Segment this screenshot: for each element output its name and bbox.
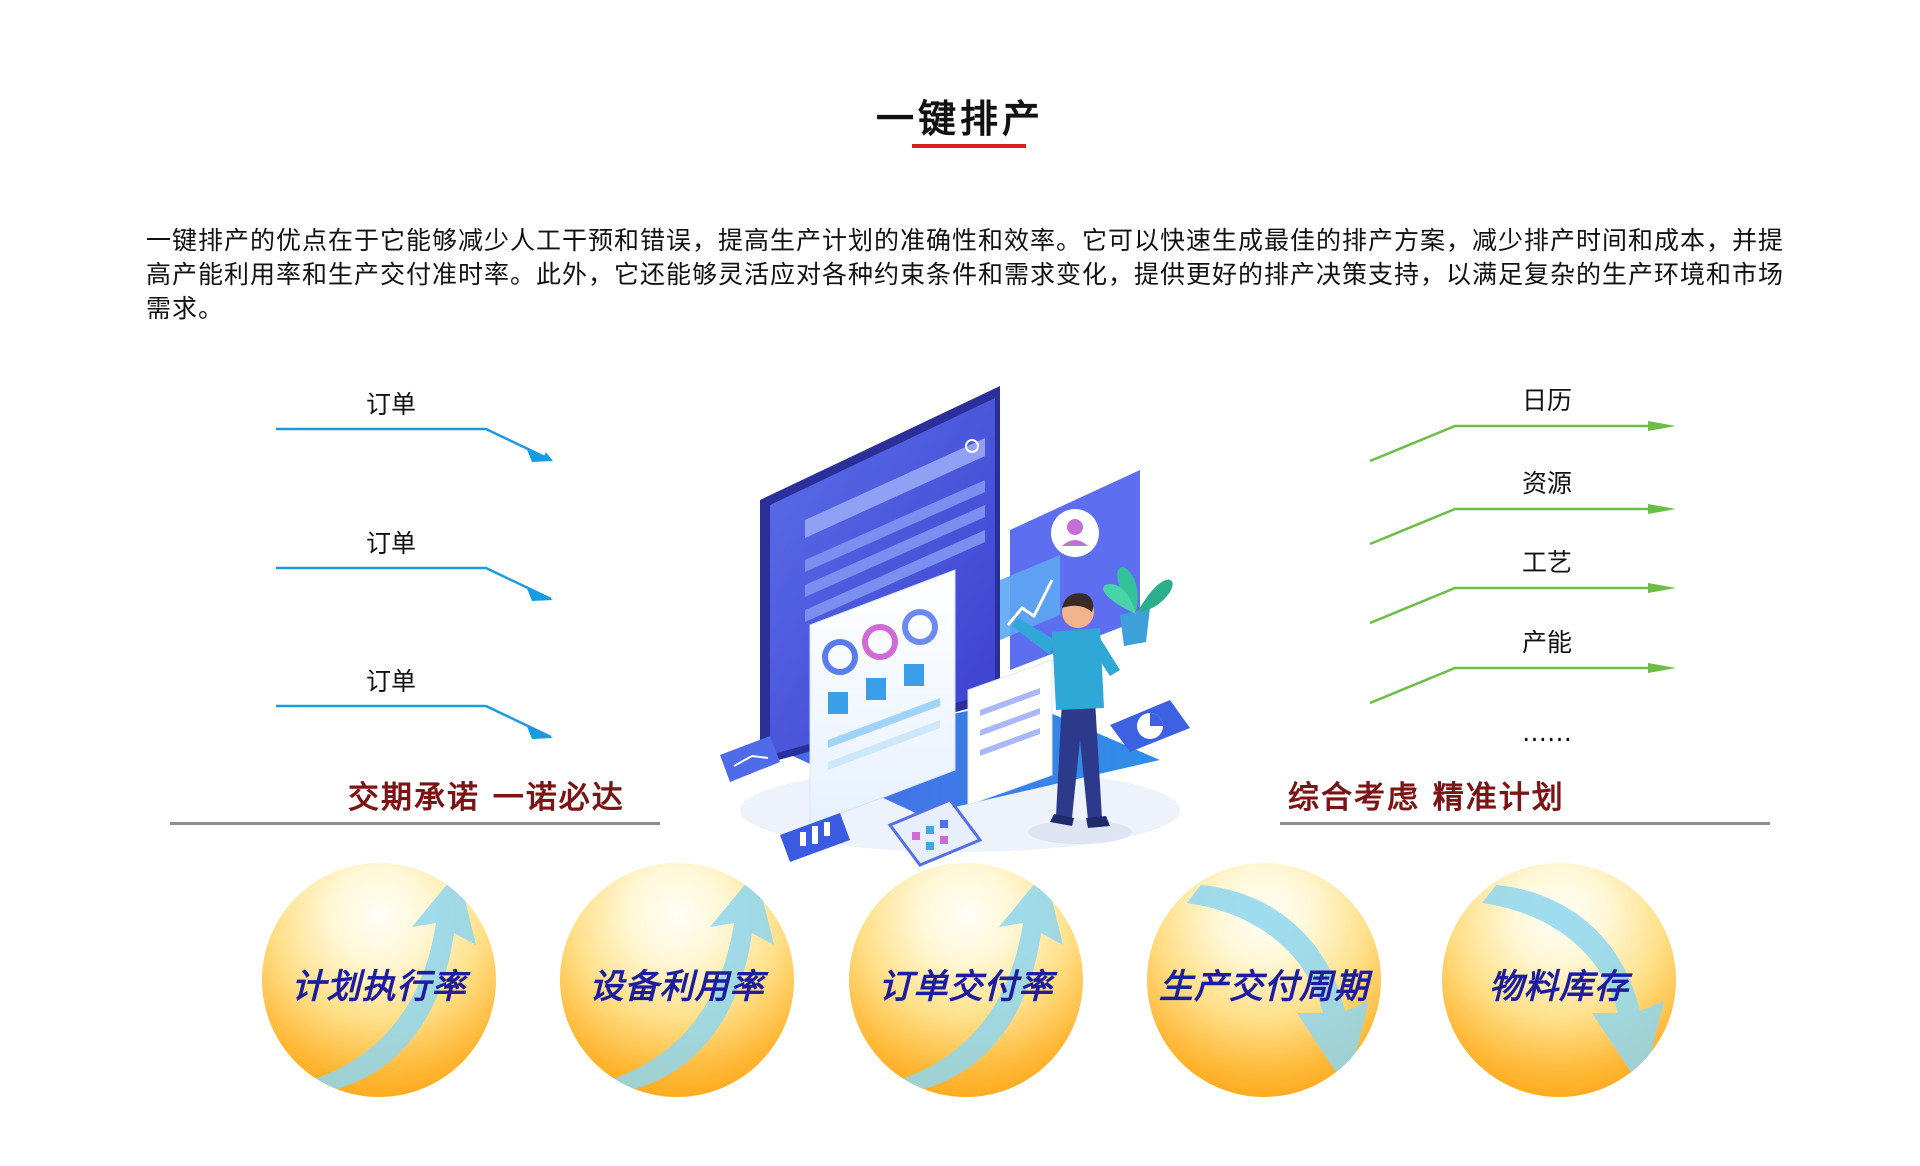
kpi-label: 计划执行率 (291, 967, 467, 1007)
phone-dot (912, 832, 920, 840)
person-shoe (1050, 814, 1074, 826)
kpi-label: 订单交付率 (878, 967, 1054, 1007)
pie-slice (1150, 713, 1163, 726)
card-line (828, 720, 940, 770)
avatar-head (1067, 519, 1083, 535)
bar-mark (800, 832, 806, 846)
output-arrowhead (1648, 504, 1676, 514)
mail-tile (720, 736, 780, 782)
kpi-label: 物料库存 (1489, 967, 1629, 1007)
kpi-order-delivery-rate: 订单交付率 (849, 863, 1083, 1097)
plant-leaf (1103, 584, 1136, 614)
card-block (866, 678, 886, 700)
person-hair (1062, 593, 1094, 612)
output-label-resource: 资源 (1521, 469, 1572, 498)
screen-row (805, 505, 985, 597)
person-shoe (1086, 816, 1110, 828)
input-arrow (276, 566, 552, 601)
person-arm (1012, 618, 1055, 655)
search-icon (965, 439, 979, 453)
right-divider (1280, 822, 1770, 825)
screen-search-bar (805, 438, 985, 538)
input-arrowhead (526, 724, 553, 739)
kpi-label: 生产交付周期 (1159, 967, 1369, 1007)
input-label-order: 订单 (365, 390, 416, 419)
output-label-process: 工艺 (1521, 548, 1572, 577)
phone-dot (940, 820, 948, 828)
avatar-body (1062, 540, 1088, 546)
phone-dot (926, 842, 934, 850)
plant-pot (1120, 608, 1150, 646)
input-arrowhead (526, 447, 553, 462)
kpi-production-delivery-cycle: 生产交付周期 (1147, 863, 1381, 1097)
kpi-equipment-utilization: 设备利用率 (560, 863, 794, 1097)
phone-tile (887, 798, 983, 867)
input-label-order: 订单 (365, 667, 416, 696)
output-arrowhead (1648, 421, 1676, 431)
screen-row (805, 530, 985, 622)
intro-paragraph: 一键排产的优点在于它能够减少人工干预和错误，提高生产计划的准确性和效率。它可以快… (146, 226, 1785, 323)
mail-icon (733, 754, 769, 767)
phone-dot (926, 826, 934, 834)
output-label-more: …… (1522, 718, 1572, 747)
page-title: 一键排产 (875, 97, 1044, 141)
person-legs (1056, 700, 1102, 820)
input-slogan: 交期承诺 一诺必达 (348, 780, 625, 816)
output-arrow (1369, 586, 1660, 625)
person-shadow (1028, 820, 1132, 844)
arrow-up-icon (302, 871, 476, 1093)
left-divider (170, 822, 660, 825)
output-arrow (1369, 507, 1660, 546)
donut-chart (862, 624, 898, 660)
input-arrowhead (526, 586, 553, 601)
form-line (980, 688, 1040, 716)
kpi-material-inventory: 物料库存 (1442, 863, 1676, 1097)
bar-mark (824, 822, 830, 836)
input-arrow (276, 704, 552, 739)
output-slogan: 综合考虑 精准计划 (1288, 780, 1565, 816)
output-arrow (1369, 424, 1660, 463)
person-torso (1052, 628, 1104, 710)
plant-leaf (1117, 567, 1138, 614)
kpi-plan-execution-rate: 计划执行率 (262, 863, 496, 1097)
form-line (980, 708, 1040, 736)
scheduling-illustration (720, 386, 1190, 867)
chart-line (1006, 579, 1054, 626)
kpi-label: 设备利用率 (589, 967, 765, 1007)
bar-mark (812, 826, 818, 844)
arrow-down-icon (1187, 885, 1369, 1089)
card-block (904, 664, 924, 686)
arrow-down-icon (1482, 885, 1664, 1089)
arrow-up-icon (889, 871, 1063, 1093)
phone-dot (940, 836, 948, 844)
donut-chart (902, 609, 938, 645)
form-line (980, 728, 1040, 756)
input-arrow (276, 427, 553, 462)
card-block (828, 692, 848, 714)
output-arrowhead (1648, 583, 1676, 593)
screen-row (805, 480, 985, 572)
input-label-order: 订单 (365, 529, 416, 558)
donut-chart (822, 639, 858, 675)
output-arrow (1369, 666, 1660, 705)
output-arrowhead (1648, 663, 1676, 673)
card-line (828, 698, 940, 748)
person-arm (1094, 638, 1120, 676)
output-label-capacity: 产能 (1521, 628, 1572, 657)
output-label-calendar: 日历 (1521, 386, 1572, 415)
arrow-up-icon (600, 871, 774, 1093)
plant-leaf (1137, 579, 1173, 613)
title-underline (912, 144, 1026, 148)
